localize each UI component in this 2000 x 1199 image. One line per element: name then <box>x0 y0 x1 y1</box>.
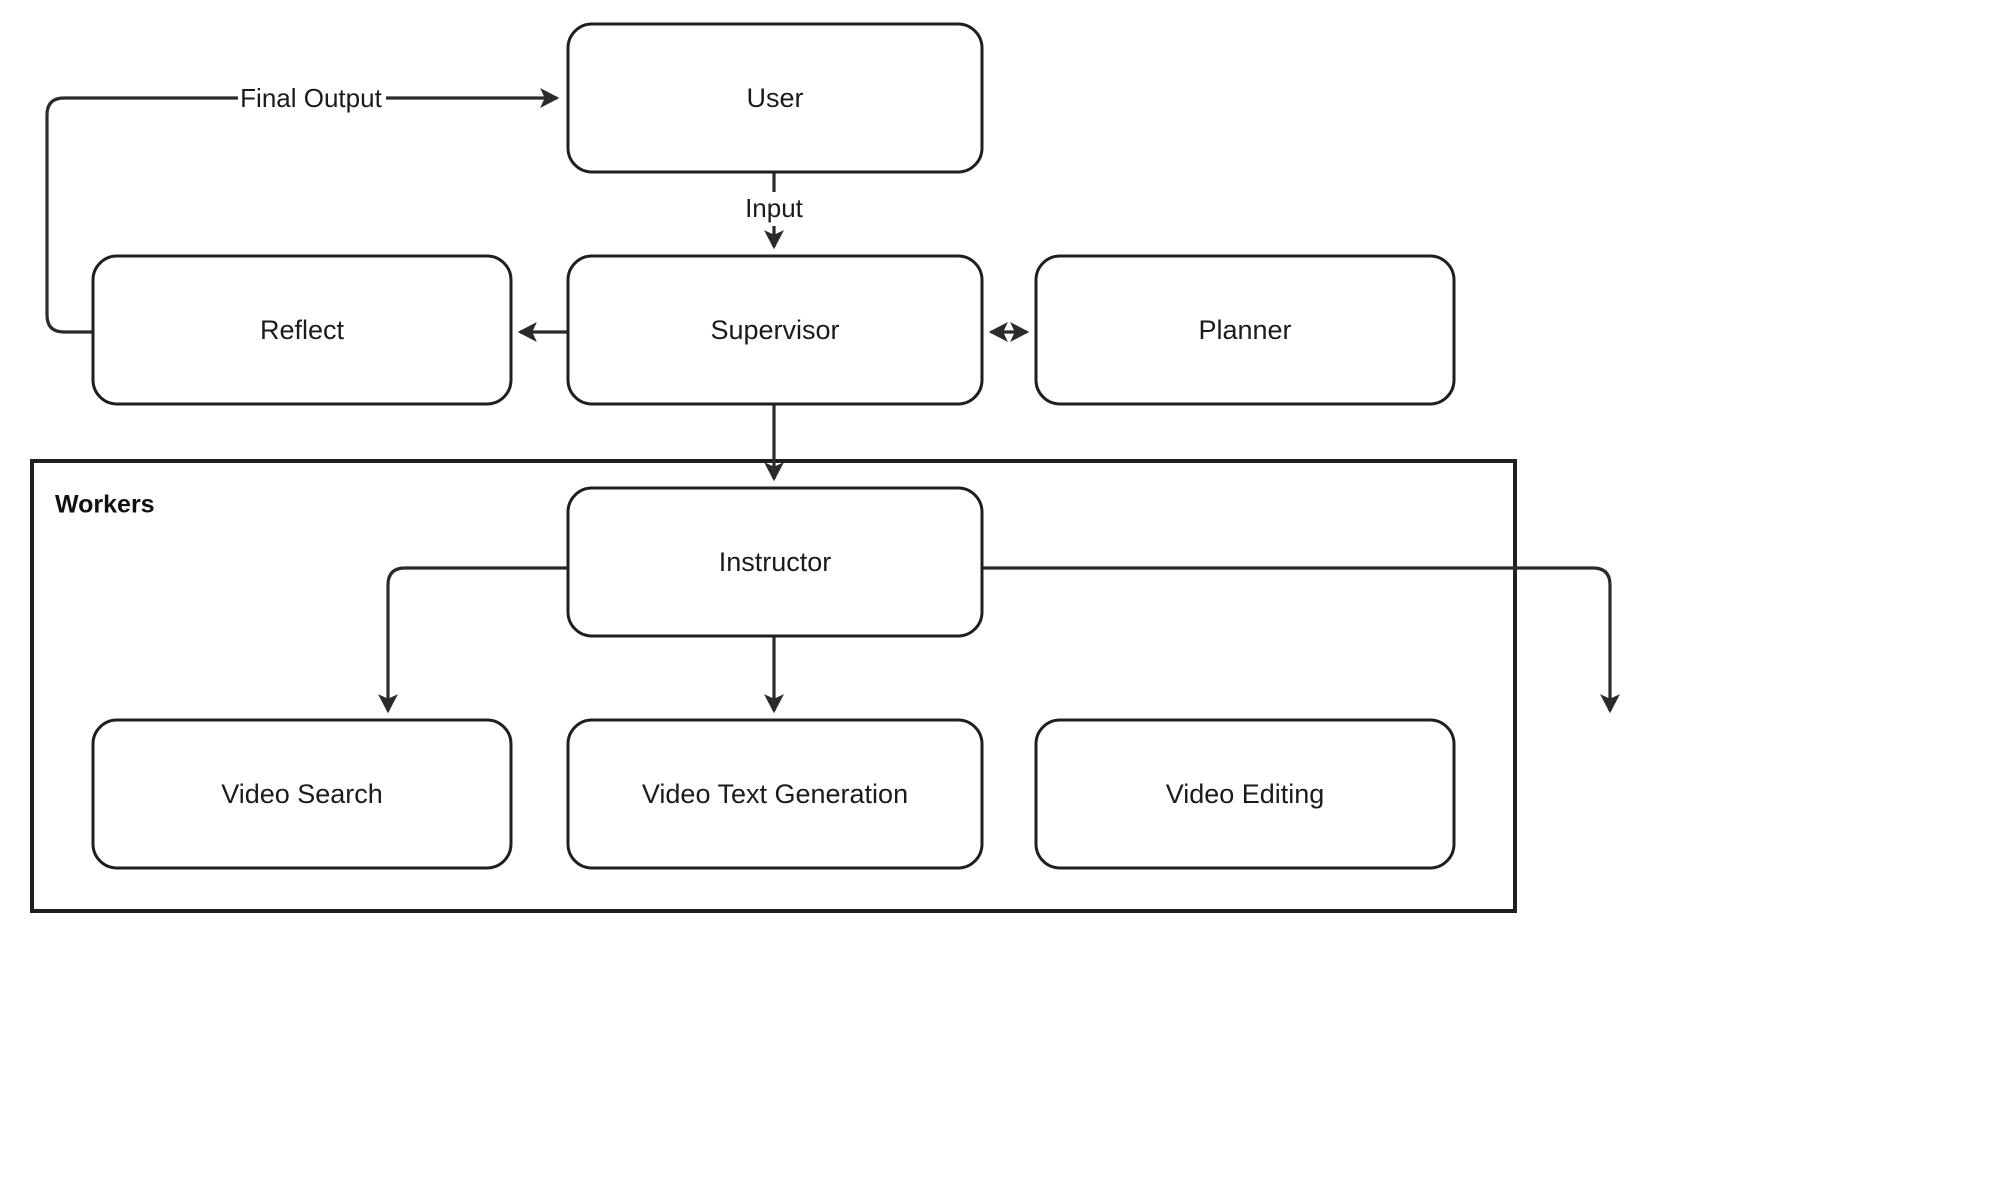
node-planner-box[interactable] <box>1034 254 1456 406</box>
node-video-editing[interactable]: Video Editing <box>1034 718 1456 870</box>
node-reflect-label: Reflect <box>260 315 345 345</box>
node-video-text-generation-label: Video Text Generation <box>642 779 908 809</box>
node-user-box[interactable] <box>566 22 984 174</box>
node-supervisor[interactable]: Supervisor <box>566 254 984 406</box>
node-video-search-label: Video Search <box>221 779 383 809</box>
node-reflect[interactable]: Reflect <box>91 254 513 406</box>
node-video-search[interactable]: Video Search <box>91 718 513 870</box>
edge-reflect-to-user-label: Final Output <box>240 83 382 113</box>
edge-instructor-to-video-search <box>378 566 568 714</box>
node-instructor-label: Instructor <box>719 547 832 577</box>
edge-user-to-supervisor-label: Input <box>745 193 804 223</box>
edge-instructor-to-video-editing <box>982 566 1620 714</box>
node-video-search-box[interactable] <box>91 718 513 870</box>
workers-group-title: Workers <box>55 491 155 519</box>
node-instructor[interactable]: Instructor <box>566 486 984 638</box>
node-video-editing-box[interactable] <box>1034 718 1456 870</box>
node-planner-label: Planner <box>1198 315 1291 345</box>
edge-reflect-to-user-path <box>45 88 560 334</box>
node-video-text-generation-box[interactable] <box>566 718 984 870</box>
node-user[interactable]: User <box>566 22 984 174</box>
edge-reflect-to-user: Final Output <box>45 82 560 334</box>
node-user-label: User <box>746 83 803 113</box>
edge-user-to-supervisor-label-bg <box>735 192 815 226</box>
node-video-editing-label: Video Editing <box>1166 779 1325 809</box>
node-supervisor-label: Supervisor <box>710 315 839 345</box>
edge-instructor-to-video-editing-path <box>982 566 1620 714</box>
node-planner[interactable]: Planner <box>1034 254 1456 406</box>
node-reflect-box[interactable] <box>91 254 513 406</box>
edge-instructor-to-video-search-path <box>378 566 568 714</box>
edge-reflect-to-user-label-bg <box>238 82 386 116</box>
edge-user-to-supervisor: Input <box>735 172 815 250</box>
node-supervisor-box[interactable] <box>566 254 984 406</box>
node-instructor-box[interactable] <box>566 486 984 638</box>
node-video-text-generation[interactable]: Video Text Generation <box>566 718 984 870</box>
